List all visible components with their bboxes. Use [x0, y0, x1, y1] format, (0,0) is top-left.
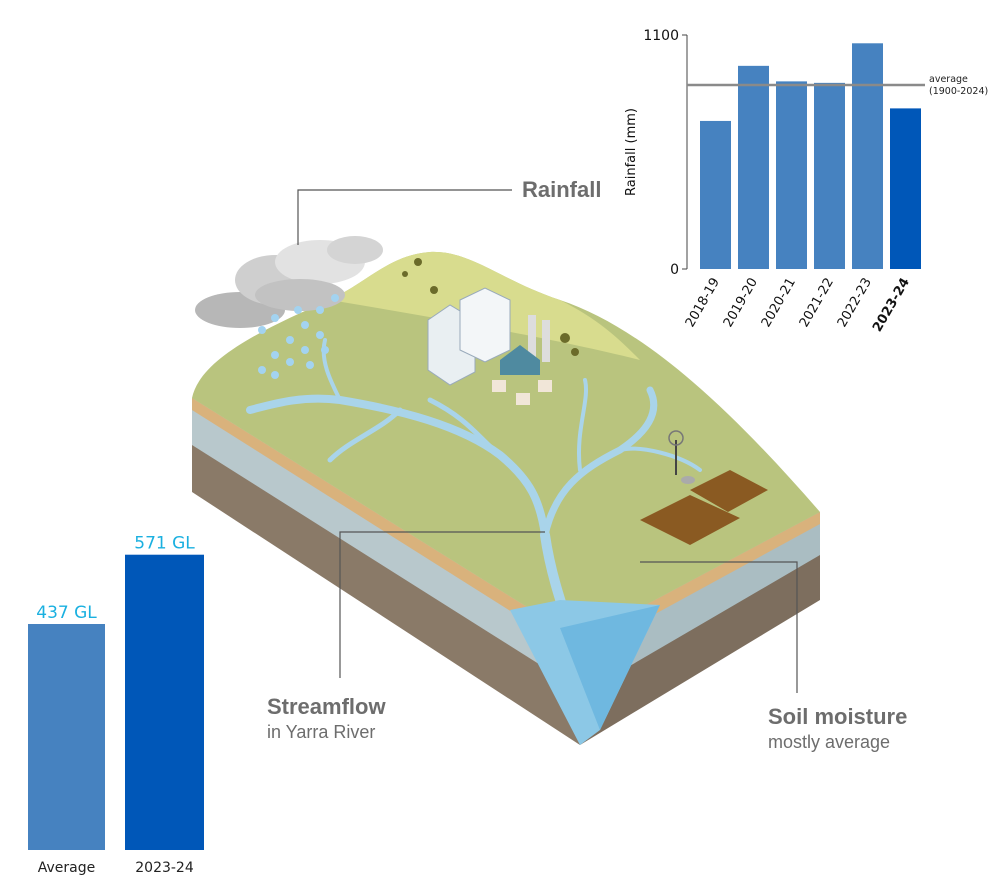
x-tick-label: 2018-19 — [683, 276, 723, 331]
soil-moisture-label: Soil moisture — [768, 704, 908, 729]
streamflow-label: Streamflow — [267, 694, 386, 719]
rainfall-label: Rainfall — [522, 177, 602, 202]
left-topsoil — [192, 398, 580, 655]
rain-cloud-icon — [195, 236, 383, 328]
x-tick-label: 2022-23 — [835, 276, 875, 331]
land-surface — [192, 251, 820, 641]
streamflow-category-label: Average — [38, 860, 96, 876]
x-tick-label: 2021-22 — [797, 276, 837, 331]
raindrops-icon — [258, 294, 339, 379]
rainfall-leader-line — [297, 189, 512, 245]
farm-fields-icon — [640, 430, 768, 545]
rainfall-bar-2022-23 — [852, 43, 883, 270]
x-tick-label: 2023-24 — [870, 276, 913, 335]
streamflow-sublabel: in Yarra River — [267, 722, 376, 742]
right-soil-layer-upper — [580, 512, 820, 695]
average-period-label: (1900-2024) — [929, 86, 988, 97]
river-water-face — [560, 605, 660, 730]
y-tick-label: 0 — [670, 262, 679, 278]
x-tick-label: 2020-21 — [759, 276, 799, 331]
rainfall-bar-2019-20 — [738, 65, 769, 269]
average-label: average — [929, 74, 968, 85]
rainfall-bar-2018-19 — [700, 120, 731, 269]
streamflow-bar-Average — [28, 624, 105, 850]
streamflow-category-label: 2023-24 — [135, 860, 194, 876]
city-buildings-icon — [427, 287, 552, 405]
rainfall-bar-2021-22 — [814, 82, 845, 269]
trees-icon — [402, 258, 579, 356]
streamflow-value-label: 437 GL — [36, 603, 97, 623]
streamflow-bar-chart: 437 GL Average 571 GL 2023-24 — [28, 534, 204, 876]
streamflow-value-label: 571 GL — [134, 534, 195, 554]
rainfall-bar-2020-21 — [776, 81, 807, 269]
x-tick-label: 2019-20 — [721, 276, 761, 331]
rainfall-bar-2023-24 — [890, 108, 921, 270]
soil-moisture-sublabel: mostly average — [768, 732, 891, 752]
soil-moisture-leader-line — [640, 561, 798, 693]
river-network — [246, 338, 702, 635]
streamflow-leader-line — [339, 531, 545, 678]
streamflow-bar-2023-24 — [125, 554, 204, 850]
y-tick-label: 1100 — [643, 28, 679, 44]
y-axis-label: Rainfall (mm) — [624, 108, 639, 196]
